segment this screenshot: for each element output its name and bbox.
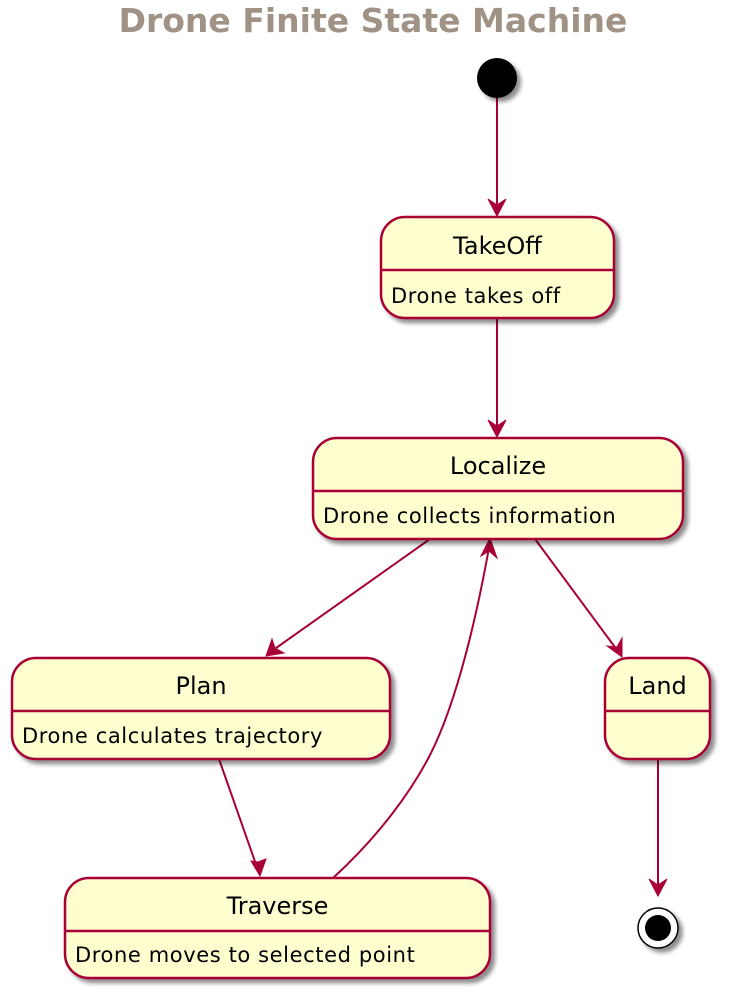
transition-plan-to-traverse bbox=[218, 758, 260, 874]
transitions bbox=[218, 98, 668, 898]
state-description: Drone calculates trajectory bbox=[22, 724, 323, 748]
transition-localize-to-plan bbox=[268, 538, 431, 654]
state-localize: Localize Drone collects information bbox=[311, 436, 685, 541]
state-traverse: Traverse Drone moves to selected point bbox=[63, 876, 492, 980]
state-description: Drone takes off bbox=[391, 284, 561, 308]
state-description: Drone moves to selected point bbox=[75, 943, 415, 967]
state-name: Land bbox=[628, 672, 687, 700]
state-name: Traverse bbox=[226, 892, 329, 920]
start-node bbox=[477, 58, 517, 98]
state-name: TakeOff bbox=[452, 232, 542, 260]
diagram-title: Drone Finite State Machine bbox=[119, 1, 628, 40]
state-plan: Plan Drone calculates trajectory bbox=[10, 656, 392, 761]
arrowhead-localize-to-plan bbox=[265, 637, 286, 657]
arrowhead-start-to-takeoff bbox=[487, 198, 507, 218]
state-land: Land bbox=[603, 656, 712, 761]
state-description: Drone collects information bbox=[323, 504, 616, 528]
end-node bbox=[637, 907, 679, 949]
state-name: Localize bbox=[450, 452, 546, 480]
arrowhead-localize-to-land bbox=[605, 636, 623, 658]
transition-localize-to-land bbox=[534, 538, 621, 655]
arrowhead-traverse-to-localize bbox=[479, 536, 499, 560]
state-takeoff: TakeOff Drone takes off bbox=[379, 215, 616, 320]
arrowhead-takeoff-to-localize bbox=[487, 419, 507, 439]
state-name: Plan bbox=[175, 672, 226, 700]
arrowhead-land-to-end bbox=[648, 878, 668, 898]
arrowhead-plan-to-traverse bbox=[250, 858, 267, 878]
transition-traverse-to-localize bbox=[332, 541, 491, 879]
